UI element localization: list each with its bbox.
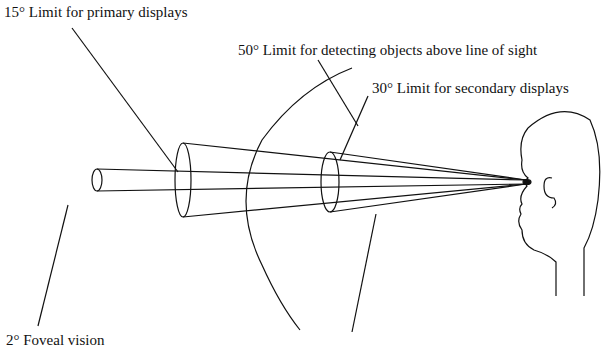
primary-cone-line	[183, 184, 526, 217]
leader-line	[340, 96, 368, 160]
secondary-cone-end	[321, 152, 339, 212]
lower-limit-line	[352, 214, 376, 332]
secondary-cone-line	[330, 184, 526, 212]
primary-cone-line	[183, 143, 526, 180]
secondary-cone-line	[330, 152, 526, 180]
primary-display-label: 15° Limit for primary displays	[4, 4, 187, 21]
head-profile	[519, 128, 556, 296]
secondary-display-label: 30° Limit for secondary displays	[372, 80, 569, 97]
detection-limit-label: 50° Limit for detecting objects above li…	[238, 42, 537, 59]
eye	[523, 180, 531, 185]
foveal-vision-label: 2° Foveal vision	[6, 332, 105, 349]
leader-line	[38, 205, 68, 326]
leader-line	[318, 60, 358, 126]
foveal-end	[92, 169, 102, 191]
head-back	[528, 112, 600, 296]
ear	[544, 178, 556, 208]
limit-arc	[246, 68, 352, 330]
leader-line	[72, 28, 178, 172]
primary-cone-end	[175, 143, 191, 217]
